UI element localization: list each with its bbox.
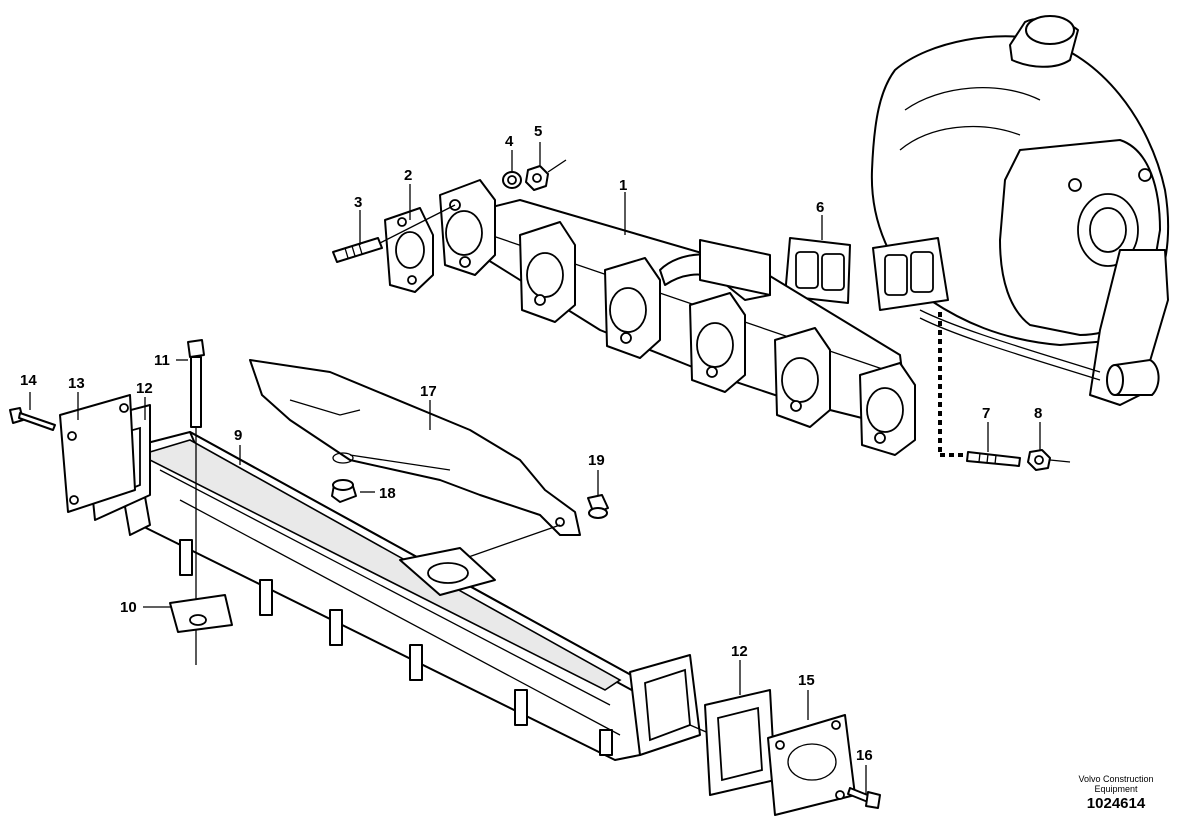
callout-8: 8 [1034,405,1042,422]
callout-1: 1 [619,177,627,194]
callout-2: 2 [404,167,412,184]
gasket-10 [169,594,233,633]
heat-shield [249,359,581,536]
bolt-19 [587,494,609,519]
callout-labels: 1 2 3 4 5 6 7 8 9 10 11 12 12 13 14 15 1… [20,123,1042,764]
callout-16: 16 [856,747,873,764]
callout-6: 6 [816,199,824,216]
bolt-16 [847,787,881,809]
exhaust-manifold [439,179,916,456]
callout-leaders [29,142,1041,795]
callout-11: 11 [154,352,170,369]
spacer-4 [502,171,522,189]
document-number: 1024614 [1086,795,1146,812]
bolt-14 [9,407,56,431]
callout-3: 3 [354,194,362,211]
callout-9: 9 [234,427,242,444]
turbocharger [870,15,1170,406]
callout-14: 14 [20,372,37,389]
brand-caption: Volvo Construction Equipment [1064,774,1168,794]
callout-12-right: 12 [731,643,748,660]
callout-19: 19 [588,452,605,469]
bolt-11 [187,339,205,665]
cover-15 [767,714,856,816]
turbo-gasket [784,237,851,304]
callout-13: 13 [68,375,85,392]
inlet-manifold [114,431,701,761]
callout-17: 17 [420,383,437,400]
stud-7 [966,451,1021,467]
nut-8 [1027,449,1071,471]
gasket-12-right [704,689,776,796]
callout-7: 7 [982,405,990,422]
plate-13 [59,394,136,513]
stud-3 [332,237,383,263]
callout-12-left: 12 [136,380,153,397]
callout-18: 18 [379,485,396,502]
brand-line-2: Equipment [1094,784,1138,794]
callout-15: 15 [798,672,815,689]
callout-10: 10 [120,599,137,616]
callout-4: 4 [505,133,514,150]
brand-line-1: Volvo Construction [1078,774,1154,784]
nut-5 [525,159,567,191]
callout-5: 5 [534,123,542,140]
plug-18 [331,479,357,503]
manifold-gasket [384,207,434,293]
